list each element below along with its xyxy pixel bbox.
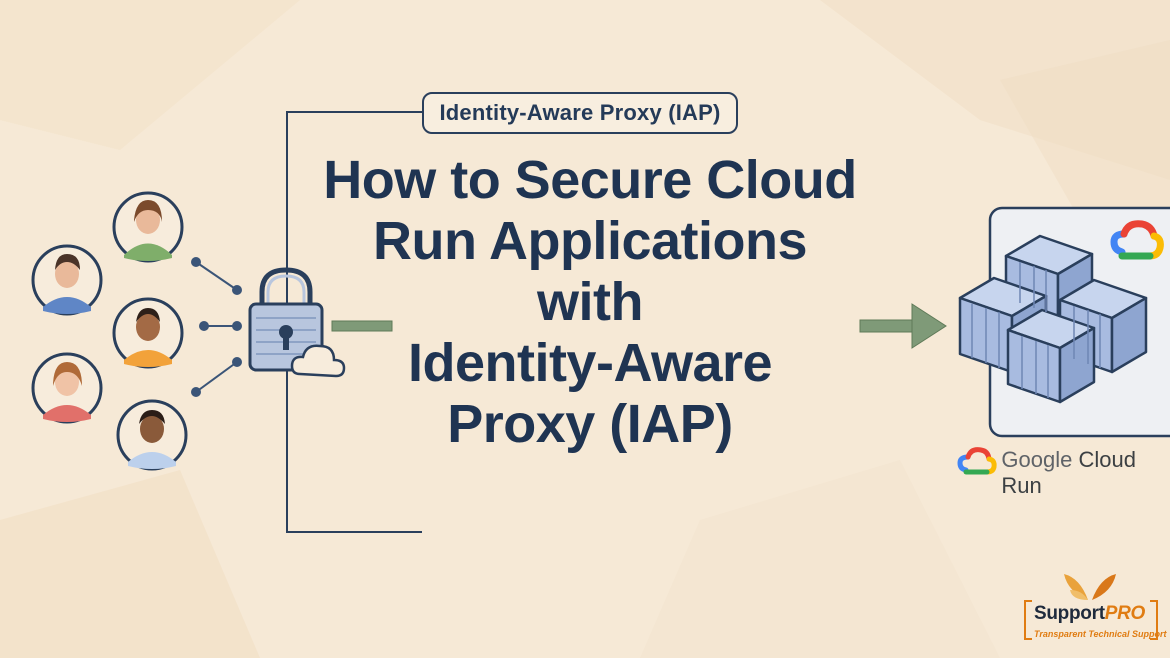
connector-node <box>232 357 242 367</box>
iap-label-text: Identity-Aware Proxy (IAP) <box>439 100 721 125</box>
user-connectors <box>195 261 238 393</box>
connector-node <box>232 285 242 295</box>
title-line: with <box>537 272 643 332</box>
brand-bracket-left <box>1024 600 1032 640</box>
title-line: How to Secure Cloud <box>323 150 857 210</box>
user-avatar-icon <box>112 191 184 263</box>
title-line: Identity-Aware <box>407 333 773 393</box>
proxy-connector <box>331 320 393 332</box>
supportpro-tagline: Transparent Technical Support <box>1034 629 1167 639</box>
brand-name-part1: Support <box>1034 603 1105 624</box>
supportpro-brand-name: SupportPRO <box>1034 603 1145 625</box>
brand-bracket-right <box>1150 600 1158 640</box>
container-cubes-icon <box>958 234 1148 404</box>
supportpro-logo-icon <box>1064 574 1116 600</box>
title-line: Proxy (IAP) <box>447 394 733 454</box>
google-cloud-logo-icon <box>1110 220 1164 260</box>
user-avatar-icon <box>116 399 188 471</box>
title-line: Run Applications <box>373 211 808 271</box>
arrow-right-icon <box>859 303 947 349</box>
connector-node <box>191 387 201 397</box>
iap-label-pill: Identity-Aware Proxy (IAP) <box>422 92 738 134</box>
page-title: How to Secure Cloud Run Applications wit… <box>300 150 880 455</box>
cloud-icon <box>290 344 346 378</box>
google-cloud-small-logo-icon <box>957 447 997 475</box>
connector-node <box>232 321 242 331</box>
google-word: Google <box>1001 447 1073 472</box>
user-avatar-icon <box>31 244 103 316</box>
connector-node <box>199 321 209 331</box>
connector-node <box>191 257 201 267</box>
brand-name-part2: PRO <box>1104 603 1146 624</box>
google-cloud-run-label: Google Cloud Run <box>958 447 1170 499</box>
user-avatar-icon <box>31 352 103 424</box>
cloud-run-word: Cloud Run <box>1001 447 1136 498</box>
user-avatar-icon <box>112 297 184 369</box>
